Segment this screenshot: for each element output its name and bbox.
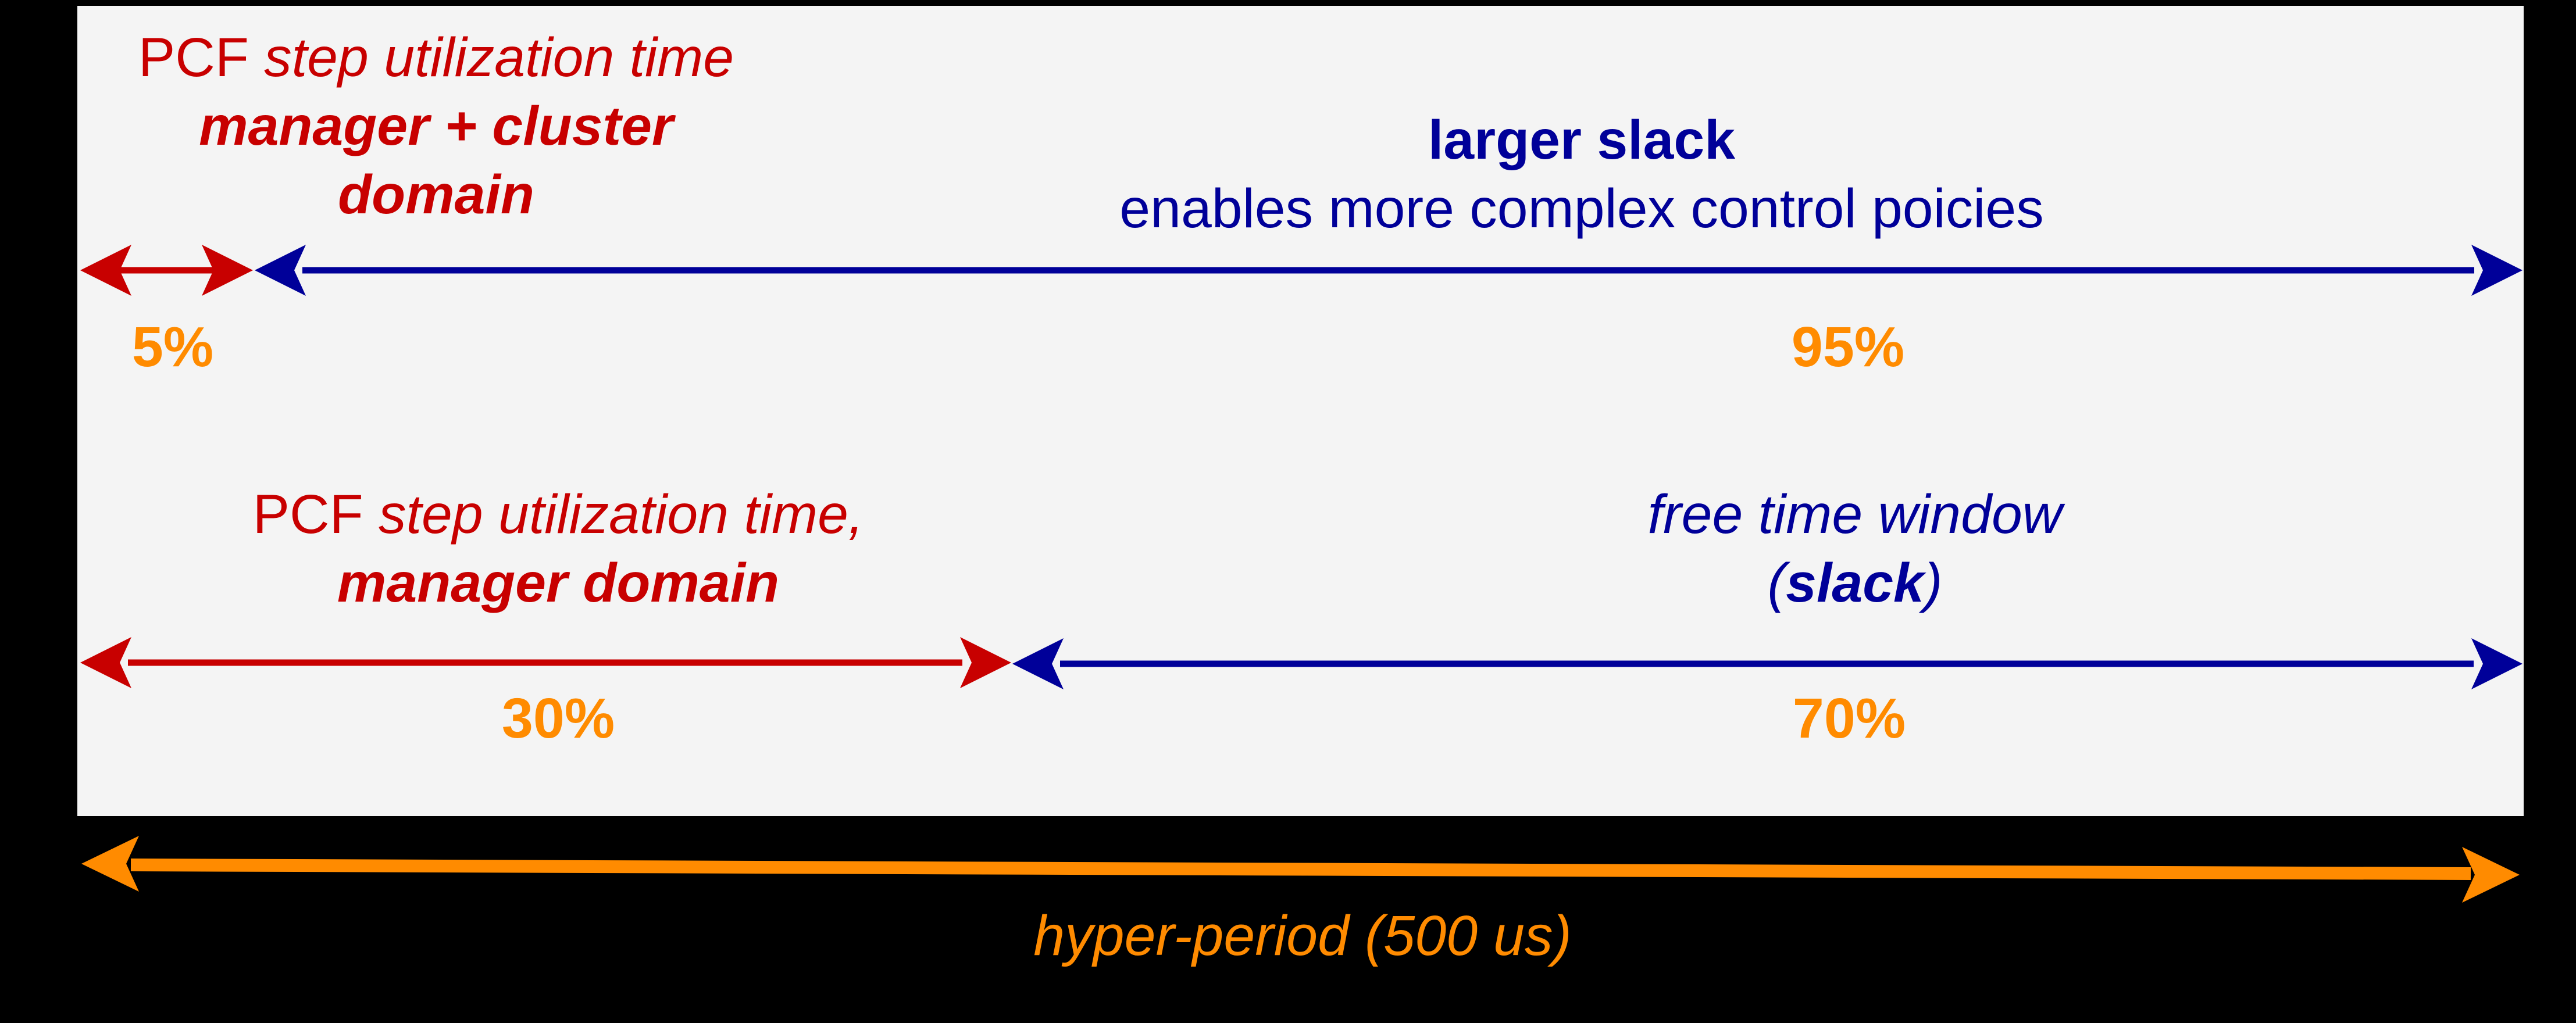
caption-line: enables more complex control poicies — [1119, 178, 2044, 239]
row1-slack-caption: larger slack enables more complex contro… — [1023, 106, 2140, 243]
caption-line: manager domain — [337, 552, 780, 614]
arrowhead-left — [81, 836, 139, 892]
arrowhead-right — [2471, 245, 2523, 296]
row1-slack-percent: 95% — [1791, 315, 1905, 378]
hyper-period-caption: hyper-period (500 us) — [1033, 904, 1572, 967]
row1-utilization-caption: PCF step utilization time manager + clus… — [87, 23, 785, 229]
caption-line: manager + cluster — [199, 95, 673, 157]
caption-prefix: PCF — [138, 27, 265, 88]
caption-line: PCF step utilization time — [87, 23, 785, 92]
row2-slack-percent: 70% — [1792, 686, 1906, 750]
arrowhead-right — [2471, 638, 2523, 689]
arrowhead-right — [2462, 847, 2520, 903]
caption-line: PCF step utilization time, — [122, 480, 994, 549]
row2-utilization-arrow — [80, 637, 1011, 688]
row2-slack-arrow — [1012, 638, 2523, 689]
hyper-period-arrow — [81, 836, 2520, 903]
row1-utilization-arrow — [80, 245, 253, 296]
caption-prefix: PCF — [252, 484, 379, 545]
row2-utilization-percent: 30% — [501, 686, 615, 750]
arrowhead-left — [255, 245, 306, 296]
caption-line: domain — [338, 164, 534, 226]
paren-open: ( — [1767, 552, 1786, 614]
caption-line: larger slack — [1428, 109, 1736, 171]
arrowhead-left — [80, 245, 131, 296]
caption-italic: step utilization time, — [379, 484, 864, 545]
arrowhead-right — [202, 245, 253, 296]
caption-italic: step utilization time — [264, 27, 734, 88]
arrowhead-left — [80, 637, 131, 688]
arrow-shaft — [130, 859, 2471, 880]
row2-slack-caption: free time window (slack) — [1332, 480, 2378, 617]
paren-close: ) — [1924, 552, 1943, 614]
caption-line: (slack) — [1332, 549, 2378, 617]
caption-line: free time window — [1647, 484, 2063, 545]
caption-bold: slack — [1786, 552, 1924, 614]
row1-utilization-percent: 5% — [131, 315, 214, 378]
diagram-background-panel — [77, 6, 2524, 816]
row1-slack-arrow — [255, 245, 2523, 296]
arrowhead-right — [960, 637, 1011, 688]
row2-utilization-caption: PCF step utilization time, manager domai… — [122, 480, 994, 617]
arrowhead-left — [1012, 638, 1064, 689]
